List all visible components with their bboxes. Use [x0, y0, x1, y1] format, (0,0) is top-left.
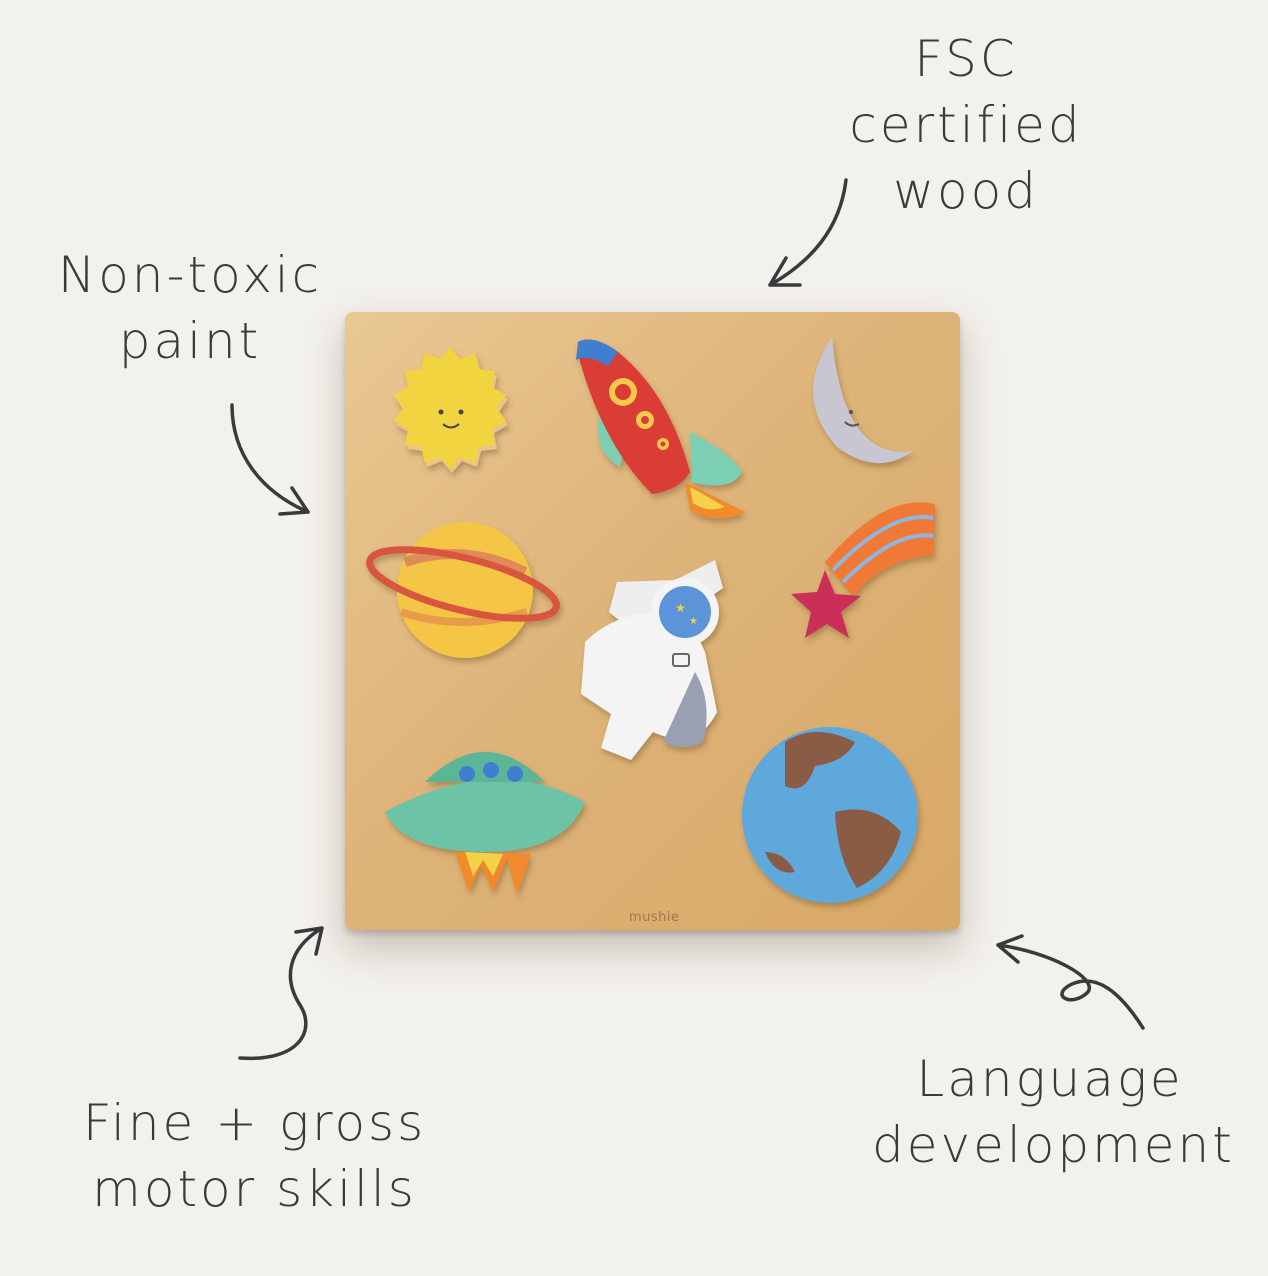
earth-piece[interactable]	[742, 727, 918, 903]
astronaut-piece[interactable]: ★ ★	[581, 560, 723, 760]
puzzle-board: ★ ★ mushie	[345, 312, 960, 930]
callout-line: motor skills	[92, 1160, 417, 1218]
ufo-piece[interactable]	[385, 752, 585, 894]
puzzle-pieces: ★ ★	[364, 337, 935, 903]
brand-mark: mushie	[629, 910, 680, 925]
callout-language-development: Language development	[872, 1046, 1235, 1178]
shooting-star-piece[interactable]	[791, 502, 935, 638]
callout-non-toxic-paint: Non-toxic paint	[50, 242, 330, 374]
callout-line: certified	[849, 96, 1083, 154]
callout-line: Fine + gross	[82, 1094, 427, 1152]
callout-fsc-certified-wood: FSC certified wood	[846, 26, 1086, 224]
callout-line: wood	[893, 162, 1039, 220]
svg-text:★: ★	[675, 601, 686, 615]
arrow-language-icon	[996, 934, 1145, 1030]
callout-line: development	[872, 1116, 1235, 1174]
arrow-paint-icon	[230, 403, 310, 516]
arrow-motor-icon	[238, 926, 324, 1061]
arrow-fsc-icon	[768, 178, 848, 287]
svg-text:★: ★	[689, 616, 698, 627]
moon-piece[interactable]	[813, 337, 913, 464]
callout-line: Language	[916, 1050, 1184, 1108]
rocket-piece[interactable]	[576, 339, 745, 519]
saturn-piece[interactable]	[364, 522, 563, 658]
callout-line: Non-toxic	[57, 246, 323, 304]
callout-motor-skills: Fine + gross motor skills	[82, 1090, 427, 1222]
callout-line: paint	[118, 312, 262, 370]
sun-piece[interactable]	[394, 347, 508, 473]
callout-line: FSC	[914, 30, 1018, 88]
